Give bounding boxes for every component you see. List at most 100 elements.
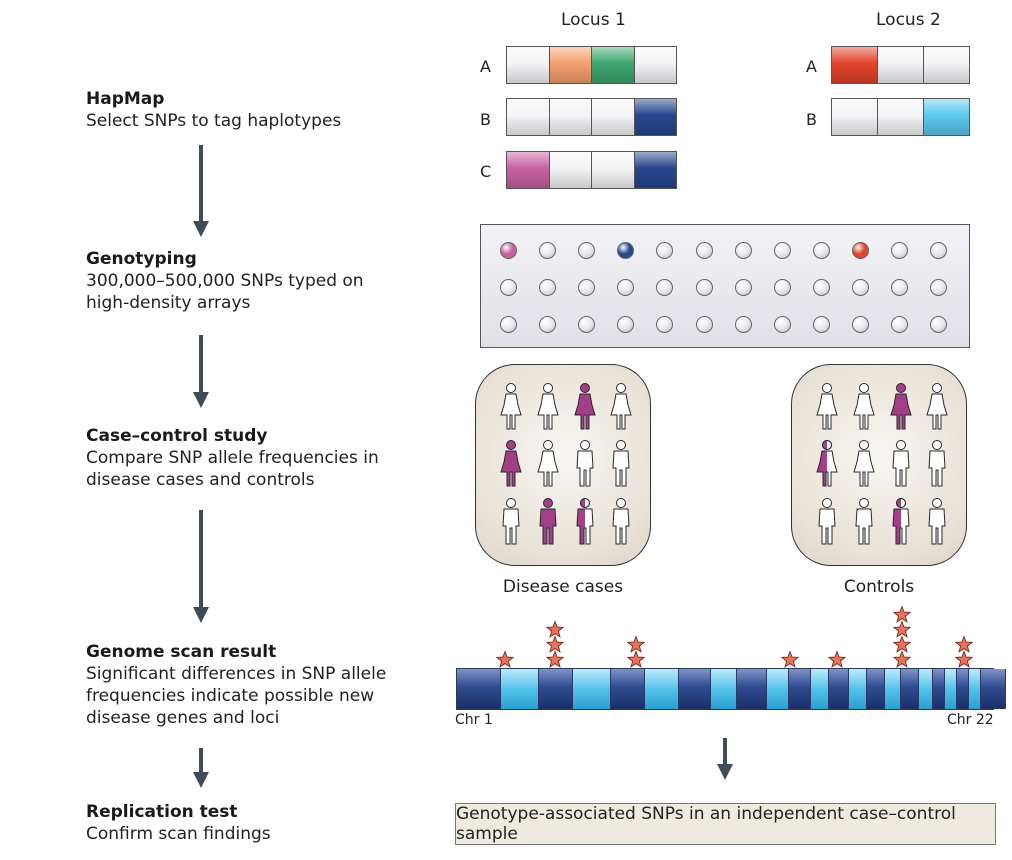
haplotype-cell	[878, 99, 924, 135]
chromosome-band	[789, 669, 811, 709]
chromosome-band	[829, 669, 849, 709]
locus2-title: Locus 2	[876, 10, 941, 30]
array-spot	[617, 279, 635, 296]
array-spot	[734, 242, 752, 259]
array-spot	[851, 242, 869, 259]
haplotype-label: A	[480, 57, 491, 76]
controls-label: Controls	[843, 577, 915, 597]
array-spot	[539, 316, 557, 333]
male-person-icon	[576, 498, 594, 545]
male-person-icon	[855, 498, 873, 545]
chromosome-bar	[456, 668, 1006, 710]
step-hapmap: HapMap Select SNPs to tag haplotypes	[86, 88, 416, 132]
haplotype-cell	[634, 47, 676, 83]
significance-star-icon	[892, 635, 912, 653]
haplotype-bar	[831, 98, 970, 136]
significance-star-icon	[545, 650, 565, 668]
significance-star-icon	[954, 635, 974, 653]
step-title: Replication test	[86, 802, 238, 822]
step-desc-line: Select SNPs to tag haplotypes	[86, 111, 342, 131]
chromosome-band	[737, 669, 767, 709]
haplotype-label: C	[480, 162, 492, 181]
chromosome-band	[957, 669, 969, 709]
female-person-icon	[926, 383, 948, 430]
chromosome-band	[945, 669, 957, 709]
haplotype-cell	[832, 47, 878, 83]
haplotype-cell	[592, 47, 635, 83]
haplotype-cell	[507, 99, 550, 135]
step-desc-line: Compare SNP allele frequencies in	[86, 448, 379, 468]
step-desc-line: disease genes and loci	[86, 708, 280, 728]
step-genome-scan: Genome scan result Significant differenc…	[86, 641, 416, 729]
array-spot	[656, 242, 674, 259]
array-spot	[695, 242, 713, 259]
chromosome-band	[611, 669, 645, 709]
female-person-icon	[610, 383, 632, 430]
chromosome-band	[885, 669, 901, 709]
haplotype-bar	[831, 46, 970, 84]
step-desc-line: disease cases and controls	[86, 470, 315, 490]
haplotype-cell	[832, 99, 878, 135]
haplotype-cell	[549, 99, 592, 135]
chromosome-band	[539, 669, 573, 709]
array-spot	[891, 279, 908, 296]
haplotype-cell	[924, 47, 969, 83]
array-spot	[656, 316, 674, 333]
array-spot	[539, 279, 557, 296]
chromosome-band	[457, 669, 501, 709]
female-person-icon	[853, 383, 875, 430]
male-person-icon	[892, 498, 910, 545]
chromosome-band	[645, 669, 679, 709]
array-spot	[695, 279, 713, 296]
male-person-icon	[539, 498, 557, 545]
haplotype-bar	[506, 98, 677, 136]
chromosome-band	[919, 669, 933, 709]
significance-star-icon	[954, 650, 974, 668]
array-spot	[930, 242, 948, 259]
array-spot	[656, 279, 674, 296]
array-spot	[812, 279, 830, 296]
haplotype-cell	[924, 99, 969, 135]
cases-people	[500, 383, 632, 545]
array-spot	[695, 316, 713, 333]
haplotype-label: B	[806, 110, 817, 129]
haplotype-bar	[506, 46, 677, 84]
step-case-control: Case–control study Compare SNP allele fr…	[86, 425, 416, 491]
significance-star-icon	[892, 605, 912, 623]
haplotype-cell	[878, 47, 924, 83]
array-spot	[578, 279, 596, 296]
female-person-icon	[816, 383, 838, 430]
array-spot	[500, 279, 517, 296]
haplotype-cell	[549, 152, 592, 188]
array-spot	[539, 242, 557, 259]
significance-star-icon	[626, 635, 646, 653]
chr-end-label: Chr 22	[947, 712, 994, 728]
array-spot	[578, 242, 596, 259]
step-genotyping: Genotyping 300,000–500,000 SNPs typed on…	[86, 248, 416, 314]
male-person-icon	[928, 440, 946, 487]
step-desc-line: Significant differences in SNP allele	[86, 664, 387, 684]
array-spot	[773, 242, 791, 259]
chromosome-band	[711, 669, 737, 709]
male-person-icon	[612, 440, 630, 487]
step-title: HapMap	[86, 89, 165, 109]
significance-star-icon	[495, 650, 515, 668]
chromosome-band	[679, 669, 711, 709]
step-desc-line: high-density arrays	[86, 293, 251, 313]
chromosome-band	[933, 669, 945, 709]
chromosome-band	[501, 669, 539, 709]
significance-star-icon	[780, 650, 800, 668]
male-person-icon	[892, 440, 910, 487]
haplotype-cell	[592, 99, 635, 135]
haplotype-cell	[592, 152, 635, 188]
chromosome-band	[811, 669, 829, 709]
array-spot	[734, 316, 752, 333]
step-title: Case–control study	[86, 426, 268, 446]
male-person-icon	[612, 498, 630, 545]
snp-array	[480, 224, 970, 348]
haplotype-cell	[507, 152, 550, 188]
female-person-icon	[853, 440, 875, 487]
male-person-icon	[502, 498, 520, 545]
chr-start-label: Chr 1	[455, 712, 493, 728]
chromosome-band	[901, 669, 919, 709]
